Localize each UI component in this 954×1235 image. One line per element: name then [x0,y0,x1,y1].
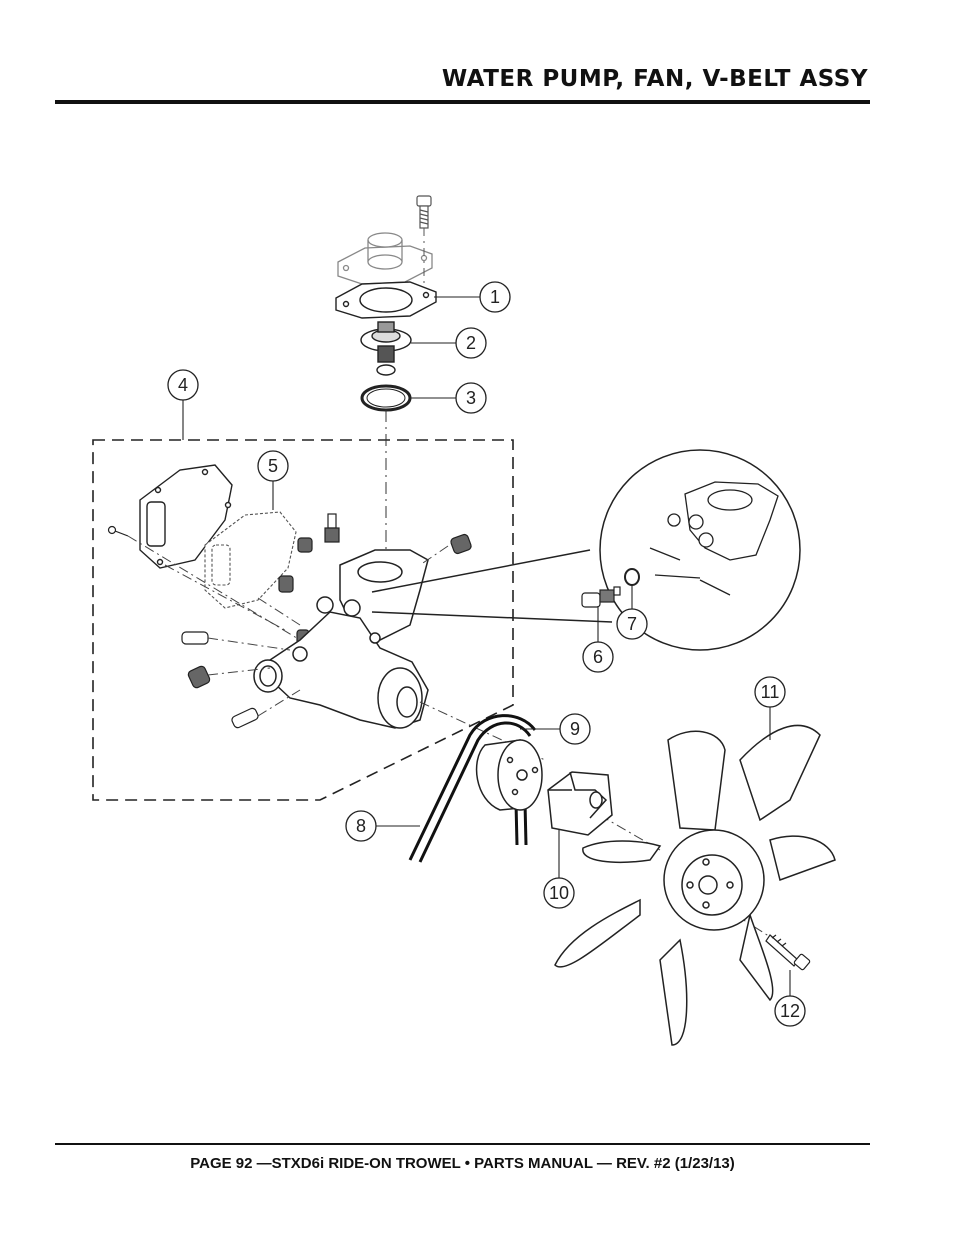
cover-screw [107,525,129,537]
page-title: WATER PUMP, FAN, V-BELT ASSY [441,66,868,92]
o-ring [360,384,412,412]
svg-text:2: 2 [466,333,476,353]
svg-text:6: 6 [593,647,603,667]
svg-text:10: 10 [549,883,569,903]
svg-text:11: 11 [761,682,780,702]
callout-8: 8 [345,810,377,842]
cover-gasket [204,511,297,609]
callout-10: 10 [543,877,575,909]
svg-text:3: 3 [466,388,476,408]
fan-bolt [765,934,811,971]
callout-3: 3 [455,382,487,414]
temperature-sender [581,586,621,608]
callout-2: 2 [455,327,487,359]
callout-9: 9 [559,713,591,745]
page-footer: PAGE 92 —STXD6i RIDE-ON TROWEL • PARTS M… [190,1155,735,1172]
cooling-fan [554,724,836,1046]
water-pump-body [253,549,429,729]
svg-text:1: 1 [490,287,500,307]
gasket [335,281,437,319]
pump-cover-plate [139,464,233,569]
callout-12: 12 [774,995,806,1027]
callout-7: 7 [616,608,648,640]
svg-text:9: 9 [570,719,580,739]
svg-text:7: 7 [627,614,637,634]
callout-6: 6 [582,641,614,673]
thermostat-cover [337,232,433,285]
leader-lines [182,296,791,996]
svg-text:4: 4 [178,375,188,395]
thermostat [360,321,412,376]
footer-rule [55,1143,870,1145]
callout-11: 11 [754,676,786,708]
callout-1: 1 [479,281,511,313]
explode-lines [127,535,776,941]
cover-bolt [416,195,432,229]
detail-housing [649,481,779,596]
spacer [547,771,613,836]
callout-4: 4 [167,369,199,401]
header-rule [55,100,870,104]
svg-text:8: 8 [356,816,366,836]
callout-5: 5 [257,450,289,482]
svg-text:12: 12 [780,1001,800,1021]
svg-text:5: 5 [268,456,278,476]
pulley [475,739,543,811]
assembly-boundary [92,439,514,801]
